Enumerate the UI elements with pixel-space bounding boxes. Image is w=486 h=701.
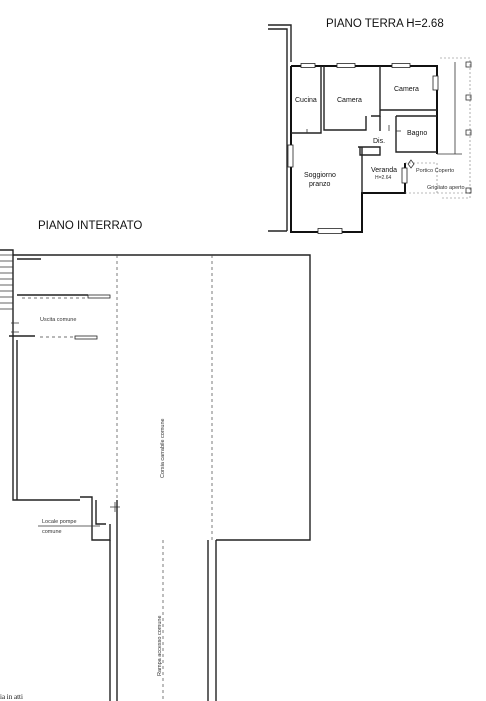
uscita-label: Uscita comune (40, 317, 76, 323)
portico-label: Portico Coperto (416, 168, 454, 174)
room-label-pranzo: pranzo (309, 181, 331, 188)
stair-icon (0, 249, 14, 318)
corsia-label: Corsia carrabile comune (160, 418, 166, 478)
ground-floor-plan: Cucina Camera Camera Bagno Dis. Soggiorn… (268, 24, 472, 234)
footer-note: ia in atti (0, 693, 23, 701)
ground-floor-title: PIANO TERRA H=2.68 (326, 18, 444, 30)
grigliato-label: Grigliato aperto (427, 185, 465, 191)
basement-plan: Uscita comune Corsia carrabile comune Lo… (0, 249, 311, 701)
locale-pompe-label: Locale pompe (42, 519, 77, 525)
room-label-soggiorno: Soggiorno (304, 172, 336, 179)
basement-title: PIANO INTERRATO (38, 220, 142, 232)
room-label-bagno: Bagno (407, 130, 427, 137)
room-label-camera-2: Camera (394, 86, 419, 93)
veranda-height: H=2.64 (375, 175, 391, 181)
room-label-dis: Dis. (373, 138, 385, 145)
room-label-camera-1: Camera (337, 97, 362, 104)
comune-label: comune (42, 529, 62, 535)
room-label-veranda: Veranda (371, 167, 397, 174)
rampa-label: Rampa accesso comune (157, 615, 163, 676)
room-label-cucina: Cucina (295, 97, 317, 104)
